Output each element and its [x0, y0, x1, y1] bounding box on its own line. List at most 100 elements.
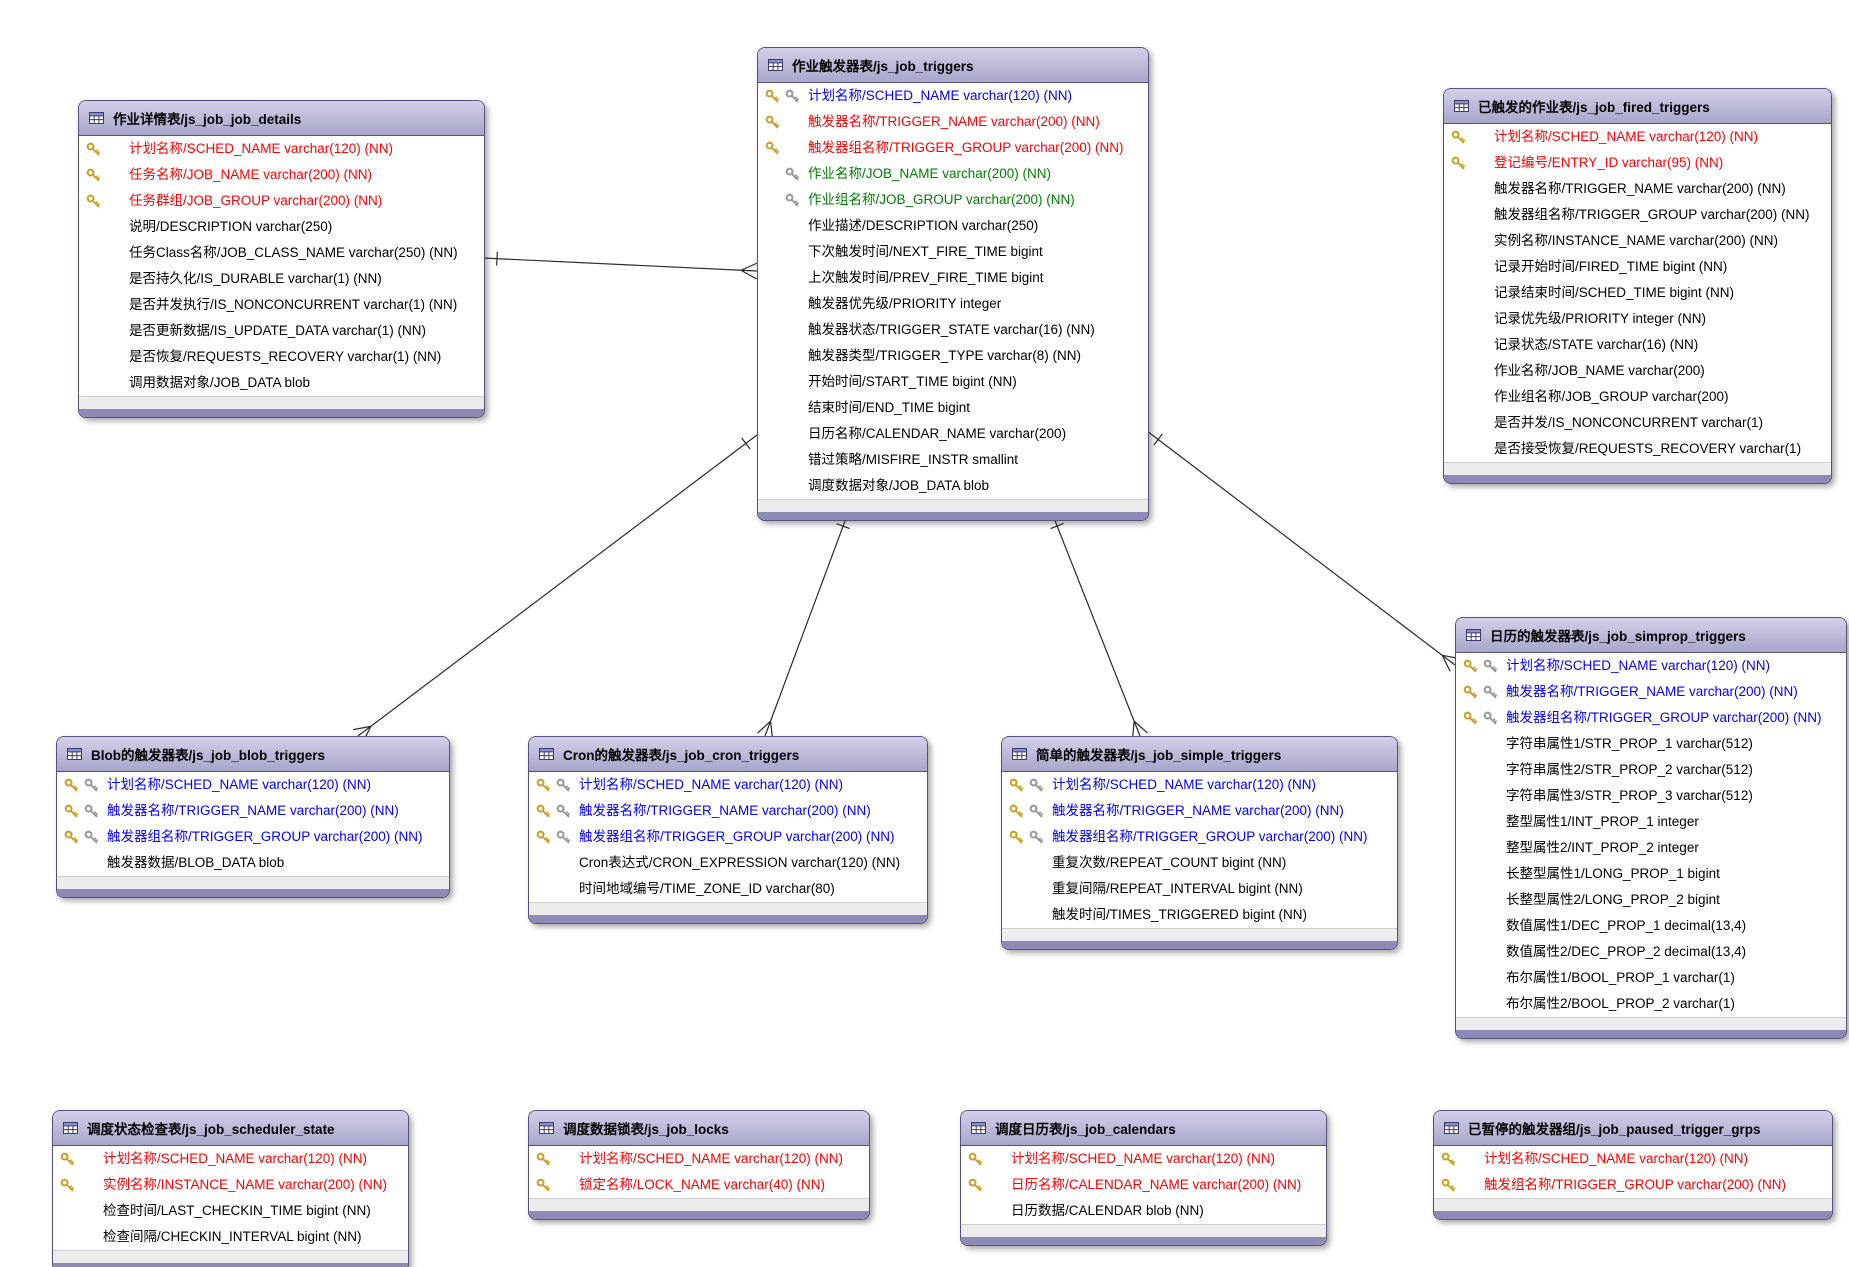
field-row[interactable]: 时间地域编号/TIME_ZONE_ID varchar(80)	[529, 876, 927, 902]
field-row[interactable]: 下次触发时间/NEXT_FIRE_TIME bigint	[758, 239, 1148, 265]
field-row[interactable]: 调度数据对象/JOB_DATA blob	[758, 473, 1148, 499]
field-row[interactable]: 计划名称/SCHED_NAME varchar(120) (NN)	[1444, 124, 1831, 150]
field-row[interactable]: 计划名称/SCHED_NAME varchar(120) (NN)	[529, 1146, 869, 1172]
field-row[interactable]: 实例名称/INSTANCE_NAME varchar(200) (NN)	[53, 1172, 408, 1198]
field-row[interactable]: 是否恢复/REQUESTS_RECOVERY varchar(1) (NN)	[79, 344, 484, 370]
field-row[interactable]: 日历名称/CALENDAR_NAME varchar(200)	[758, 421, 1148, 447]
field-row[interactable]: 计划名称/SCHED_NAME varchar(120) (NN)	[53, 1146, 408, 1172]
field-row[interactable]: 触发器名称/TRIGGER_NAME varchar(200) (NN)	[1456, 679, 1846, 705]
field-row[interactable]: 是否持久化/IS_DURABLE varchar(1) (NN)	[79, 266, 484, 292]
field-row[interactable]: 计划名称/SCHED_NAME varchar(120) (NN)	[961, 1146, 1326, 1172]
field-row[interactable]: 触发器组名称/TRIGGER_GROUP varchar(200) (NN)	[57, 824, 449, 850]
field-row[interactable]: 布尔属性2/BOOL_PROP_2 varchar(1)	[1456, 991, 1846, 1017]
field-row[interactable]: 是否并发执行/IS_NONCONCURRENT varchar(1) (NN)	[79, 292, 484, 318]
field-row[interactable]: 字符串属性1/STR_PROP_1 varchar(512)	[1456, 731, 1846, 757]
field-row[interactable]: 登记编号/ENTRY_ID varchar(95) (NN)	[1444, 150, 1831, 176]
field-row[interactable]: 计划名称/SCHED_NAME varchar(120) (NN)	[758, 83, 1148, 109]
field-row[interactable]: 是否接受恢复/REQUESTS_RECOVERY varchar(1)	[1444, 436, 1831, 462]
table-header-js_job_blob_triggers[interactable]: Blob的触发器表/js_job_blob_triggers	[57, 737, 449, 772]
field-row[interactable]: 是否更新数据/IS_UPDATE_DATA varchar(1) (NN)	[79, 318, 484, 344]
field-row[interactable]: 触发器类型/TRIGGER_TYPE varchar(8) (NN)	[758, 343, 1148, 369]
field-row[interactable]: 作业组名称/JOB_GROUP varchar(200) (NN)	[758, 187, 1148, 213]
field-row[interactable]: 作业描述/DESCRIPTION varchar(250)	[758, 213, 1148, 239]
field-row[interactable]: 触发组名称/TRIGGER_GROUP varchar(200) (NN)	[1434, 1172, 1832, 1198]
field-row[interactable]: 字符串属性3/STR_PROP_3 varchar(512)	[1456, 783, 1846, 809]
field-row[interactable]: 日历名称/CALENDAR_NAME varchar(200) (NN)	[961, 1172, 1326, 1198]
field-row[interactable]: 触发器名称/TRIGGER_NAME varchar(200) (NN)	[529, 798, 927, 824]
relationship-triggers-to-simprop_triggers[interactable]	[1146, 430, 1460, 672]
field-row[interactable]: 记录状态/STATE varchar(16) (NN)	[1444, 332, 1831, 358]
field-row[interactable]: 结束时间/END_TIME bigint	[758, 395, 1148, 421]
field-row[interactable]: 锁定名称/LOCK_NAME varchar(40) (NN)	[529, 1172, 869, 1198]
field-row[interactable]: 计划名称/SCHED_NAME varchar(120) (NN)	[79, 136, 484, 162]
table-header-js_job_fired_triggers[interactable]: 已触发的作业表/js_job_fired_triggers	[1444, 89, 1831, 124]
field-row[interactable]: 整型属性1/INT_PROP_1 integer	[1456, 809, 1846, 835]
field-row[interactable]: 重复间隔/REPEAT_INTERVAL bigint (NN)	[1002, 876, 1397, 902]
table-header-js_job_cron_triggers[interactable]: Cron的触发器表/js_job_cron_triggers	[529, 737, 927, 772]
field-row[interactable]: 作业名称/JOB_NAME varchar(200) (NN)	[758, 161, 1148, 187]
table-header-js_job_scheduler_state[interactable]: 调度状态检查表/js_job_scheduler_state	[53, 1111, 408, 1146]
field-row[interactable]: 调用数据对象/JOB_DATA blob	[79, 370, 484, 396]
field-row[interactable]: 记录结束时间/SCHED_TIME bigint (NN)	[1444, 280, 1831, 306]
field-row[interactable]: 数值属性1/DEC_PROP_1 decimal(13,4)	[1456, 913, 1846, 939]
field-row[interactable]: 触发器组名称/TRIGGER_GROUP varchar(200) (NN)	[529, 824, 927, 850]
relationship-triggers-to-simple_triggers[interactable]	[1050, 512, 1148, 739]
field-row[interactable]: 任务群组/JOB_GROUP varchar(200) (NN)	[79, 188, 484, 214]
field-row[interactable]: 触发器名称/TRIGGER_NAME varchar(200) (NN)	[758, 109, 1148, 135]
field-row[interactable]: 是否并发/IS_NONCONCURRENT varchar(1)	[1444, 410, 1831, 436]
field-row[interactable]: 触发器组名称/TRIGGER_GROUP varchar(200) (NN)	[1456, 705, 1846, 731]
field-row[interactable]: 检查时间/LAST_CHECKIN_TIME bigint (NN)	[53, 1198, 408, 1224]
field-row[interactable]: 计划名称/SCHED_NAME varchar(120) (NN)	[529, 772, 927, 798]
field-row[interactable]: 计划名称/SCHED_NAME varchar(120) (NN)	[57, 772, 449, 798]
relationship-triggers-to-blob_triggers[interactable]	[353, 434, 758, 743]
field-row[interactable]: 日历数据/CALENDAR blob (NN)	[961, 1198, 1326, 1224]
relationship-triggers-to-cron_triggers[interactable]	[757, 512, 850, 739]
field-row[interactable]: 触发器组名称/TRIGGER_GROUP varchar(200) (NN)	[1444, 202, 1831, 228]
field-row[interactable]: 错过策略/MISFIRE_INSTR smallint	[758, 447, 1148, 473]
field-row[interactable]: 任务名称/JOB_NAME varchar(200) (NN)	[79, 162, 484, 188]
table-header-js_job_paused_trigger_grps[interactable]: 已暂停的触发器组/js_job_paused_trigger_grps	[1434, 1111, 1832, 1146]
field-row[interactable]: 计划名称/SCHED_NAME varchar(120) (NN)	[1456, 653, 1846, 679]
field-row[interactable]: 触发器数据/BLOB_DATA blob	[57, 850, 449, 876]
field-row[interactable]: 数值属性2/DEC_PROP_2 decimal(13,4)	[1456, 939, 1846, 965]
field-row[interactable]: 记录优先级/PRIORITY integer (NN)	[1444, 306, 1831, 332]
field-row[interactable]: 计划名称/SCHED_NAME varchar(120) (NN)	[1002, 772, 1397, 798]
field-row[interactable]: 触发器名称/TRIGGER_NAME varchar(200) (NN)	[57, 798, 449, 824]
field-row[interactable]: 检查间隔/CHECKIN_INTERVAL bigint (NN)	[53, 1224, 408, 1250]
field-row[interactable]: 作业名称/JOB_NAME varchar(200)	[1444, 358, 1831, 384]
table-header-js_job_simprop_triggers[interactable]: 日历的触发器表/js_job_simprop_triggers	[1456, 618, 1846, 653]
field-row[interactable]: 触发时间/TIMES_TRIGGERED bigint (NN)	[1002, 902, 1397, 928]
field-row[interactable]: 开始时间/START_TIME bigint (NN)	[758, 369, 1148, 395]
field-row[interactable]: 整型属性2/INT_PROP_2 integer	[1456, 835, 1846, 861]
table-header-js_job_triggers[interactable]: 作业触发器表/js_job_triggers	[758, 48, 1148, 83]
field-row[interactable]: 任务Class名称/JOB_CLASS_NAME varchar(250) (N…	[79, 240, 484, 266]
field-row[interactable]: 实例名称/INSTANCE_NAME varchar(200) (NN)	[1444, 228, 1831, 254]
table-header-js_job_simple_triggers[interactable]: 简单的触发器表/js_job_simple_triggers	[1002, 737, 1397, 772]
field-row[interactable]: 重复次数/REPEAT_COUNT bigint (NN)	[1002, 850, 1397, 876]
field-row[interactable]: 上次触发时间/PREV_FIRE_TIME bigint	[758, 265, 1148, 291]
field-row[interactable]: Cron表达式/CRON_EXPRESSION varchar(120) (NN…	[529, 850, 927, 876]
field-row[interactable]: 长整型属性1/LONG_PROP_1 bigint	[1456, 861, 1846, 887]
field-row[interactable]: 记录开始时间/FIRED_TIME bigint (NN)	[1444, 254, 1831, 280]
field-row[interactable]: 触发器组名称/TRIGGER_GROUP varchar(200) (NN)	[1002, 824, 1397, 850]
field-row[interactable]: 触发器组名称/TRIGGER_GROUP varchar(200) (NN)	[758, 135, 1148, 161]
field-row[interactable]: 长整型属性2/LONG_PROP_2 bigint	[1456, 887, 1846, 913]
table-header-js_job_locks[interactable]: 调度数据锁表/js_job_locks	[529, 1111, 869, 1146]
field-row[interactable]: 说明/DESCRIPTION varchar(250)	[79, 214, 484, 240]
field-row[interactable]: 触发器名称/TRIGGER_NAME varchar(200) (NN)	[1444, 176, 1831, 202]
field-row[interactable]: 触发器优先级/PRIORITY integer	[758, 291, 1148, 317]
field-row[interactable]: 作业组名称/JOB_GROUP varchar(200)	[1444, 384, 1831, 410]
table-header-js_job_calendars[interactable]: 调度日历表/js_job_calendars	[961, 1111, 1326, 1146]
table-header-js_job_job_details[interactable]: 作业详情表/js_job_job_details	[79, 101, 484, 136]
